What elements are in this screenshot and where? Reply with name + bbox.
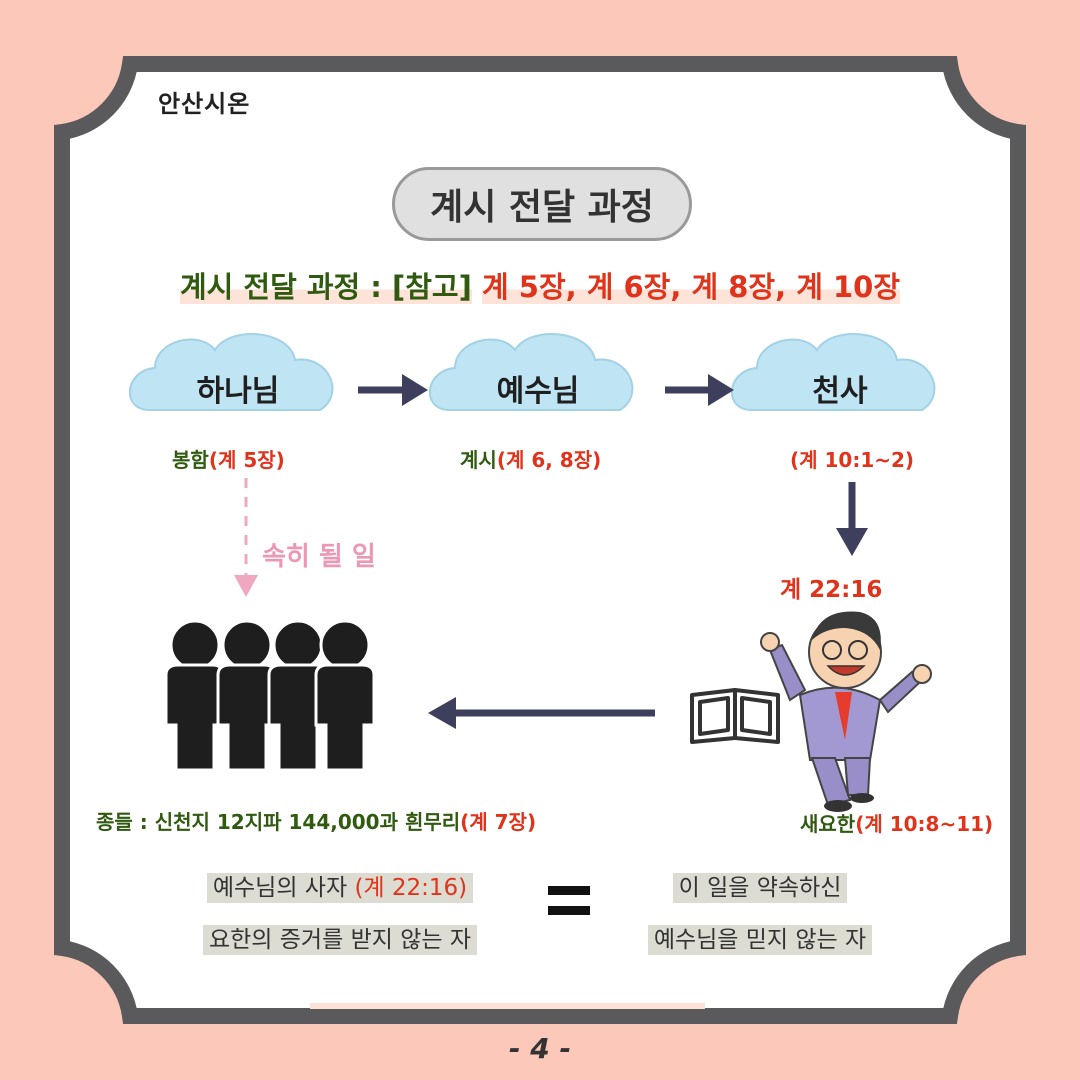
left-line1-ref: (계 22:16) — [354, 875, 468, 901]
left-line2-text: 요한의 증거를 받지 않는 자 — [202, 925, 477, 955]
cloud-angel — [730, 333, 936, 411]
servants-caption-ref: (계 7장) — [460, 810, 537, 834]
dashed-arrow-label: 속히 될 일 — [262, 542, 376, 572]
new-john-character — [760, 611, 932, 812]
servants-people-icon — [164, 619, 376, 772]
god-caption-ref: (계 5장) — [208, 448, 285, 472]
node-jesus-label: 예수님 — [496, 374, 580, 409]
node-angel-label: 천사 — [812, 374, 868, 409]
bottom-strip — [310, 1003, 705, 1009]
jesus-caption-ref: (계 6, 8장) — [496, 448, 602, 472]
node-god-caption: 봉함(계 5장) — [172, 444, 285, 473]
subtitle-references: 계 5장, 계 6장, 계 8장, 계 10장 — [481, 270, 901, 304]
node-god-label: 하나님 — [196, 374, 280, 409]
god-caption-main: 봉함 — [172, 448, 209, 472]
page-title: 계시 전달 과정 — [392, 167, 692, 241]
cloud-jesus — [428, 333, 634, 411]
arrow-jesus-to-angel — [665, 374, 734, 406]
john-caption-ref: (계 10:8~11) — [855, 812, 994, 836]
comparison-left-line2: 요한의 증거를 받지 않는 자 — [150, 920, 530, 955]
comparison-right-line2: 예수님을 믿지 않는 자 — [600, 920, 920, 955]
comparison-left-line1: 예수님의 사자 (계 22:16) — [150, 868, 530, 903]
arrow-john-to-servants — [428, 697, 655, 729]
open-book-icon — [690, 688, 780, 744]
page-title-text: 계시 전달 과정 — [430, 187, 654, 228]
servants-caption-main: 종들 : 신천지 12지파 144,000과 흰무리 — [96, 810, 461, 834]
right-line1-text: 이 일을 약속하신 — [672, 873, 848, 903]
node-angel-caption: (계 10:1~2) — [790, 448, 915, 472]
servants-caption: 종들 : 신천지 12지파 144,000과 흰무리(계 7장) — [96, 806, 536, 835]
john-caption: 새요한(계 10:8~11) — [800, 808, 993, 837]
left-line1-main: 예수님의 사자 — [212, 875, 355, 901]
page-number: - 4 - — [508, 1032, 572, 1065]
subtitle-label: 계시 전달 과정 : [참고] — [179, 270, 472, 304]
john-caption-main: 새요한 — [800, 812, 856, 836]
subtitle: 계시 전달 과정 : [참고] 계 5장, 계 6장, 계 8장, 계 10장 — [100, 264, 980, 306]
rev-22-16-label: 계 22:16 — [780, 577, 883, 603]
dashed-arrow — [234, 478, 258, 597]
jesus-caption-main: 계시 — [460, 448, 497, 472]
right-line2-text: 예수님을 믿지 않는 자 — [647, 925, 873, 955]
arrow-god-to-jesus — [358, 374, 428, 406]
comparison-right-line1: 이 일을 약속하신 — [600, 868, 920, 903]
brand-logo-text: 안산시온 — [158, 90, 251, 118]
arrow-angel-down — [836, 482, 868, 556]
equals-sign — [548, 886, 590, 915]
node-jesus-caption: 계시(계 6, 8장) — [460, 444, 601, 473]
cloud-god — [128, 333, 334, 411]
